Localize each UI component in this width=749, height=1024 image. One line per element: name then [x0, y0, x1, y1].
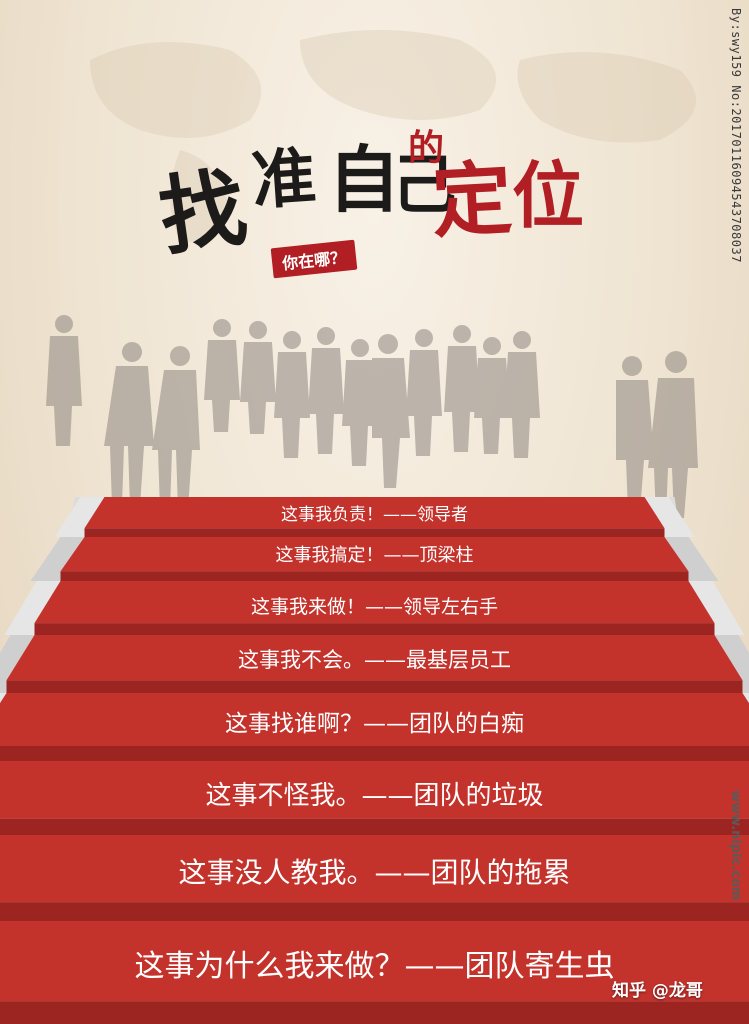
red-carpet-staircase	[0, 497, 749, 1024]
carpet-tread	[6, 635, 743, 681]
carpet-riser	[0, 1001, 749, 1024]
title-char: 定	[429, 150, 515, 250]
carpet-riser	[84, 528, 665, 537]
step-label: 这事我不会。——最基层员工	[238, 648, 511, 672]
step-label: 这事我搞定！——顶梁柱	[275, 545, 474, 566]
silhouette-person	[308, 327, 344, 454]
carpet-tread	[0, 921, 749, 1002]
watermark-code: By:swy159 No:20170116094543708037	[729, 8, 743, 263]
stair-step	[0, 921, 749, 1024]
step-label: 这事我负责！——领导者	[281, 505, 468, 525]
silhouette-person	[152, 346, 200, 510]
business-people-silhouettes	[46, 315, 698, 518]
carpet-riser	[0, 746, 749, 761]
stair-step	[0, 693, 749, 761]
carpet-riser	[0, 902, 749, 921]
silhouette-person	[342, 339, 378, 466]
silhouette-person	[104, 342, 154, 506]
carpet-riser	[34, 623, 715, 635]
silhouette-person	[504, 331, 540, 458]
stair-step	[30, 537, 719, 581]
silhouette-person	[204, 319, 240, 432]
title-char: 的	[408, 127, 445, 169]
step-label: 这事找谁啊？——团队的白痴	[225, 711, 524, 737]
stair-step	[4, 581, 745, 635]
silhouette-person	[616, 356, 654, 512]
silhouette-person	[372, 334, 410, 488]
carpet-riser	[6, 680, 743, 693]
stair-step	[0, 635, 749, 693]
title-char: 自	[328, 137, 401, 222]
stair-step	[54, 497, 695, 537]
title-char: 位	[512, 153, 585, 238]
watermark-site: www.nipic.com	[728, 790, 743, 901]
carpet-riser	[60, 571, 689, 581]
carpet-riser	[0, 818, 749, 835]
silhouette-person	[474, 337, 510, 454]
silhouette-person	[444, 325, 480, 452]
carpet-tread	[60, 537, 689, 572]
carpet-tread	[0, 693, 749, 747]
silhouette-person	[46, 315, 82, 446]
title-char: 己	[392, 148, 456, 223]
silhouette-person	[240, 321, 276, 434]
carpet-tread	[0, 761, 749, 819]
world-map-background	[90, 30, 696, 242]
step-label: 这事我来做！——领导左右手	[250, 596, 498, 618]
stair-step	[0, 761, 749, 835]
title-char: 准	[249, 139, 319, 220]
step-label: 这事为什么我来做？——团队寄生虫	[134, 949, 615, 984]
watermark-zhihu: 知乎 @龙哥	[612, 981, 703, 1001]
silhouette-person	[274, 331, 310, 458]
silhouette-person	[648, 351, 698, 518]
stair-step	[0, 835, 749, 921]
carpet-tread	[0, 835, 749, 903]
step-label: 这事不怪我。——团队的垃圾	[205, 781, 544, 811]
title-char: 找	[153, 156, 253, 269]
carpet-tread	[34, 581, 715, 624]
carpet-tread	[84, 497, 665, 529]
poster-title: 找 准 自 己 的 定 位	[153, 130, 600, 290]
step-label: 这事没人教我。——团队的拖累	[178, 856, 571, 889]
silhouette-person	[406, 329, 442, 456]
